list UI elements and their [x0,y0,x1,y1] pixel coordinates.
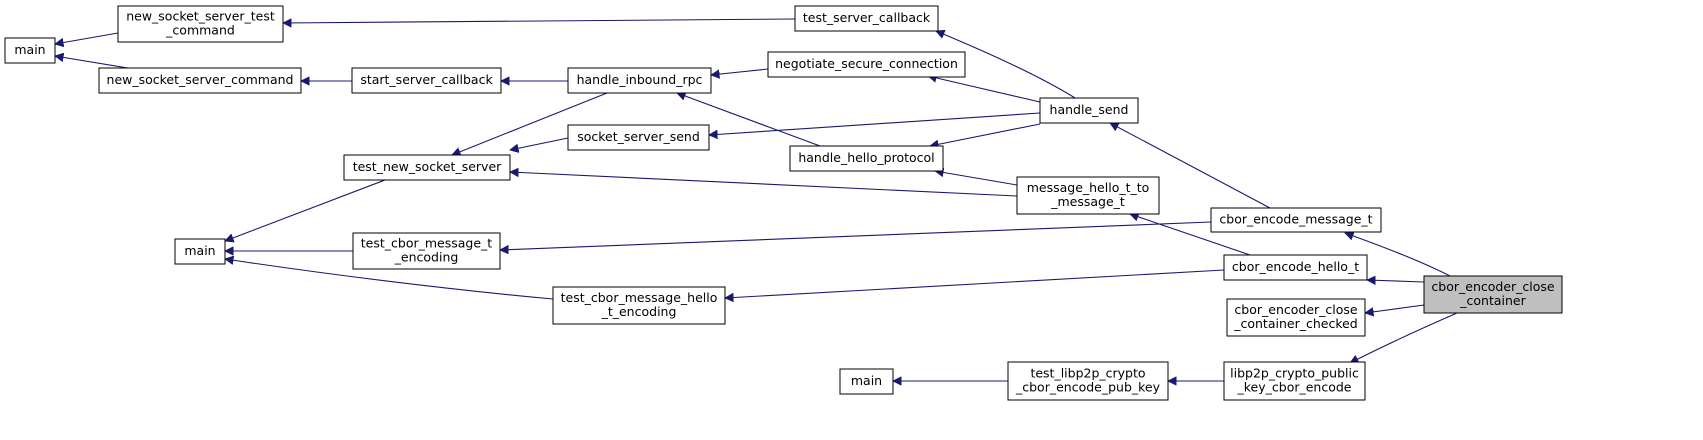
edge-cbor-encode-message-t-to-test-cbor-message-t-encoding [500,221,1212,250]
node-label-line: _cbor_encode_pub_key [1015,380,1161,395]
node-box [567,124,710,151]
node-label-line: cbor_encode_hello_t [1232,259,1359,274]
node-test-cbor-message-t-encoding[interactable]: test_cbor_message_t_encoding [352,232,501,270]
node-label-line: main [184,243,215,258]
node-box [1039,97,1139,124]
node-label-line: cbor_encoder_close [1431,279,1554,294]
node-handle-send[interactable]: handle_send [1039,97,1139,124]
node-label-line: _message_t [1050,194,1125,209]
edge-cbor-encoder-close-container-to-libp2p-crypto-public-key-cbor-encode [1350,312,1458,364]
edge-test-new-socket-server-to-main-2 [225,179,386,241]
node-box [1223,254,1368,281]
edge-new-socket-server-test-command-to-main-1 [55,32,119,44]
node-box [1423,275,1563,314]
node-box [352,232,501,270]
node-new-socket-server-command[interactable]: new_socket_server_command [98,67,302,94]
node-label-line: negotiate_secure_connection [775,56,958,71]
node-label-line: test_cbor_message_t [361,236,493,251]
node-label-line: _command [165,23,235,38]
node-label-line: cbor_encode_message_t [1219,212,1372,227]
node-message-hello-t-to-message-t[interactable]: message_hello_t_to_message_t [1016,176,1160,215]
edge-cbor-encoder-close-container-to-cbor-encode-hello-t [1367,280,1425,282]
edges-layer [55,19,1458,381]
node-label-line: _container_checked [1233,316,1358,331]
node-label-line: main [851,373,882,388]
node-test-cbor-message-hello-t-encoding[interactable]: test_cbor_message_hello_t_encoding [552,286,726,325]
node-label-line: _key_cbor_encode [1237,380,1352,395]
node-label-line: socket_server_send [577,129,700,144]
node-label-line: start_server_callback [360,72,493,87]
node-label-line: test_libp2p_crypto [1030,366,1145,381]
node-main-1[interactable]: main [4,37,56,64]
node-label-line: test_cbor_message_hello [561,290,718,305]
node-label-line: _encoding [394,250,459,265]
node-main-3[interactable]: main [839,368,894,395]
node-label-line: cbor_encoder_close [1234,302,1357,317]
node-cbor-encode-hello-t[interactable]: cbor_encode_hello_t [1223,254,1368,281]
node-label-line: _t_encoding [601,304,677,319]
edge-handle-hello-protocol-to-handle-inbound-rpc [677,93,821,147]
node-test-server-callback[interactable]: test_server_callback [794,5,939,32]
edge-socket-server-send-to-test-new-socket-server [510,137,569,150]
node-label-line: new_socket_server_command [107,72,294,87]
node-box [1016,176,1160,215]
node-label-line: handle_hello_protocol [798,150,934,165]
node-label-line: message_hello_t_to [1027,180,1150,195]
edge-cbor-encode-hello-t-to-message-hello-t-to-message-t [1130,214,1251,256]
node-handle-inbound-rpc[interactable]: handle_inbound_rpc [567,67,712,94]
node-box [567,67,712,94]
edge-message-hello-t-to-message-t-to-test-new-socket-server [510,172,1018,197]
node-box [1007,361,1169,401]
node-box [4,37,56,64]
edge-test-server-callback-to-new-socket-server-test-command [283,19,796,23]
node-box [174,238,226,265]
node-main-2[interactable]: main [174,238,226,265]
node-box [1223,361,1366,401]
edge-cbor-encode-message-t-to-handle-send [1110,122,1271,209]
node-cbor-encoder-close-container[interactable]: cbor_encoder_close_container [1423,275,1563,314]
node-test-libp2p-crypto-cbor-encode-pub-key[interactable]: test_libp2p_crypto_cbor_encode_pub_key [1007,361,1169,401]
node-box [794,5,939,32]
node-start-server-callback[interactable]: start_server_callback [351,67,502,94]
node-label-line: handle_inbound_rpc [577,72,703,87]
node-test-new-socket-server[interactable]: test_new_socket_server [343,154,511,181]
edge-handle-send-to-test-server-callback [936,31,1076,99]
edge-handle-send-to-socket-server-send [709,112,1041,135]
node-socket-server-send[interactable]: socket_server_send [567,124,710,151]
node-label-line: _container [1459,293,1526,308]
node-box [1210,207,1382,233]
node-label-line: test_new_socket_server [353,159,502,174]
nodes-layer: mainnew_socket_server_test_commandnew_so… [4,5,1563,401]
node-cbor-encode-message-t[interactable]: cbor_encode_message_t [1210,207,1382,233]
node-new-socket-server-test-command[interactable]: new_socket_server_test_command [117,5,284,43]
edge-cbor-encoder-close-container-to-cbor-encoder-close-container-checked [1365,304,1425,313]
edge-handle-send-to-negotiate-secure-connection [928,76,1041,103]
node-box [98,67,302,94]
node-box [343,154,511,181]
node-label-line: handle_send [1050,102,1129,117]
node-box [552,286,726,325]
node-box [1226,298,1366,337]
node-box [117,5,284,43]
node-box [767,51,966,78]
edge-handle-send-to-handle-hello-protocol [930,123,1041,146]
node-cbor-encoder-close-container-checked[interactable]: cbor_encoder_close_container_checked [1226,298,1366,337]
node-box [351,67,502,94]
node-box [839,368,894,395]
edge-message-hello-t-to-message-t-to-handle-hello-protocol [935,171,1018,186]
node-label-line: test_server_callback [803,10,931,25]
edge-test-cbor-message-hello-t-encoding-to-main-2 [225,259,554,300]
node-label-line: libp2p_crypto_public [1230,366,1359,381]
edge-negotiate-secure-connection-to-handle-inbound-rpc [711,68,769,75]
edge-cbor-encode-hello-t-to-test-cbor-message-hello-t-encoding [725,269,1225,298]
node-box [789,145,944,172]
node-handle-hello-protocol[interactable]: handle_hello_protocol [789,145,944,172]
node-libp2p-crypto-public-key-cbor-encode[interactable]: libp2p_crypto_public_key_cbor_encode [1223,361,1366,401]
node-negotiate-secure-connection[interactable]: negotiate_secure_connection [767,51,966,78]
edge-cbor-encoder-close-container-to-cbor-encode-message-t [1345,233,1451,277]
node-label-line: main [14,42,45,57]
node-label-line: new_socket_server_test [126,9,275,24]
edge-handle-inbound-rpc-to-test-new-socket-server [452,92,608,155]
